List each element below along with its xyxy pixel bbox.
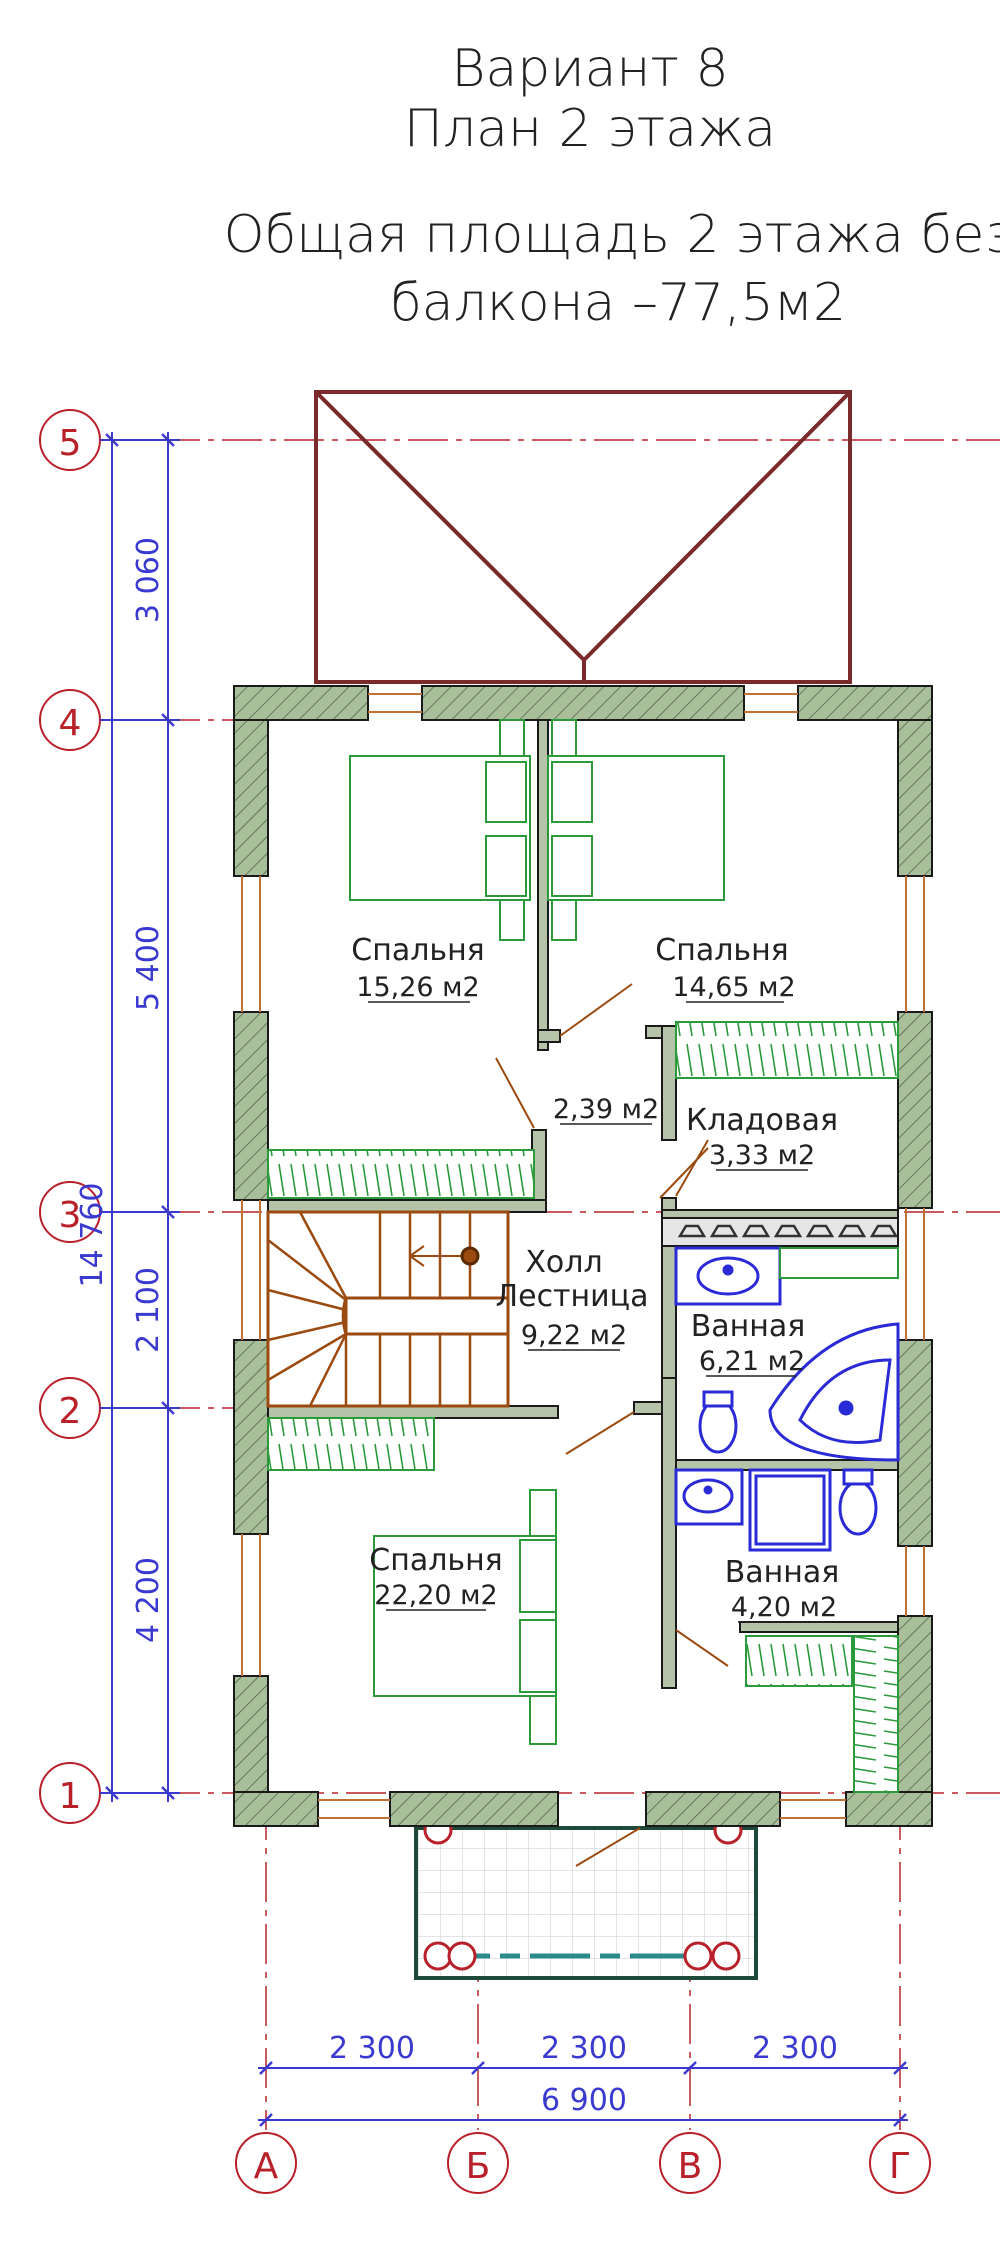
axis-row-4: 4	[59, 703, 82, 744]
axis-row-2: 2	[59, 1391, 82, 1432]
storage-shelf-pattern	[661, 1217, 899, 1247]
exterior-walls	[233, 685, 933, 1827]
windows	[241, 693, 925, 1819]
label-hall-name2: Лестница	[496, 1279, 649, 1314]
wardrobe-hall-right	[853, 1635, 899, 1793]
dim-v-5400: 5 400	[131, 925, 166, 1011]
label-bed-left-name: Спальня	[351, 933, 484, 968]
dim-v-2100: 2 100	[131, 1267, 166, 1353]
wardrobe-hall-bottom	[745, 1635, 853, 1687]
wardrobe-bedroom-left	[267, 1149, 535, 1199]
axis-col-v: В	[678, 2146, 703, 2187]
axis-col-b: Б	[466, 2146, 491, 2187]
double-bed-bottom	[373, 1489, 557, 1745]
wardrobe-bedroom-right	[675, 1021, 899, 1079]
title-area-line1: Общая площадь 2 этажа без	[224, 205, 1000, 265]
axis-col-g: Г	[889, 2146, 911, 2187]
room-labels: Спальня 15,26 м2 Спальня 14,65 м2 2,39 м…	[351, 933, 839, 1623]
title-area-line2: балкона –77,5м2	[390, 273, 846, 333]
axis-row-5: 5	[59, 423, 82, 464]
dim-h-3: 2 300	[752, 2031, 838, 2066]
label-bath-upper-name: Ванная	[691, 1309, 806, 1344]
bath-upper-counter	[779, 1247, 899, 1279]
dim-v-total: 14 760	[75, 1183, 110, 1288]
dim-h-2: 2 300	[541, 2031, 627, 2066]
vertical-dimension-lines	[100, 432, 180, 1802]
axis-row-3: 3	[59, 1195, 82, 1236]
label-storage-area: 3,33 м2	[709, 1140, 815, 1171]
bath-lower-fixtures	[674, 1468, 878, 1552]
double-bed-left	[349, 719, 531, 941]
label-bath-lower-area: 4,20 м2	[731, 1592, 837, 1623]
row-axis-markers: 5 4 3 2 1	[39, 409, 101, 1824]
title-variant: Вариант 8	[451, 39, 728, 99]
label-storage-name: Кладовая	[686, 1103, 838, 1138]
column-axis-markers: А Б В Г	[235, 2132, 931, 2194]
label-bed-bottom-name: Спальня	[369, 1543, 502, 1578]
roof-outline	[314, 390, 852, 684]
label-bed-bottom-area: 22,20 м2	[374, 1580, 497, 1611]
staircase	[266, 1210, 510, 1408]
dim-h-1: 2 300	[329, 2031, 415, 2066]
label-hall-area: 9,22 м2	[521, 1320, 627, 1351]
label-bath-lower-name: Ванная	[725, 1555, 840, 1590]
balcony	[414, 1815, 758, 1980]
wardrobe-bedroom-bottom	[267, 1417, 435, 1471]
label-corridor-area: 2,39 м2	[553, 1094, 659, 1125]
label-bed-left-area: 15,26 м2	[356, 972, 479, 1003]
axis-col-a: А	[254, 2146, 279, 2187]
label-hall-name1: Холл	[525, 1245, 602, 1280]
bath-upper-fixtures	[674, 1246, 900, 1462]
label-bed-right-area: 14,65 м2	[672, 972, 795, 1003]
dim-v-4200: 4 200	[131, 1557, 166, 1643]
title-floor: План 2 этажа	[404, 99, 776, 159]
label-bed-right-name: Спальня	[655, 933, 788, 968]
dim-v-3060: 3 060	[131, 537, 166, 623]
dim-h-total: 6 900	[541, 2083, 627, 2118]
axis-row-1: 1	[59, 1776, 82, 1817]
door-swings	[495, 983, 729, 1667]
double-bed-right	[547, 719, 725, 941]
horizontal-dimension-lines	[258, 2061, 908, 2127]
label-bath-upper-area: 6,21 м2	[699, 1346, 805, 1377]
